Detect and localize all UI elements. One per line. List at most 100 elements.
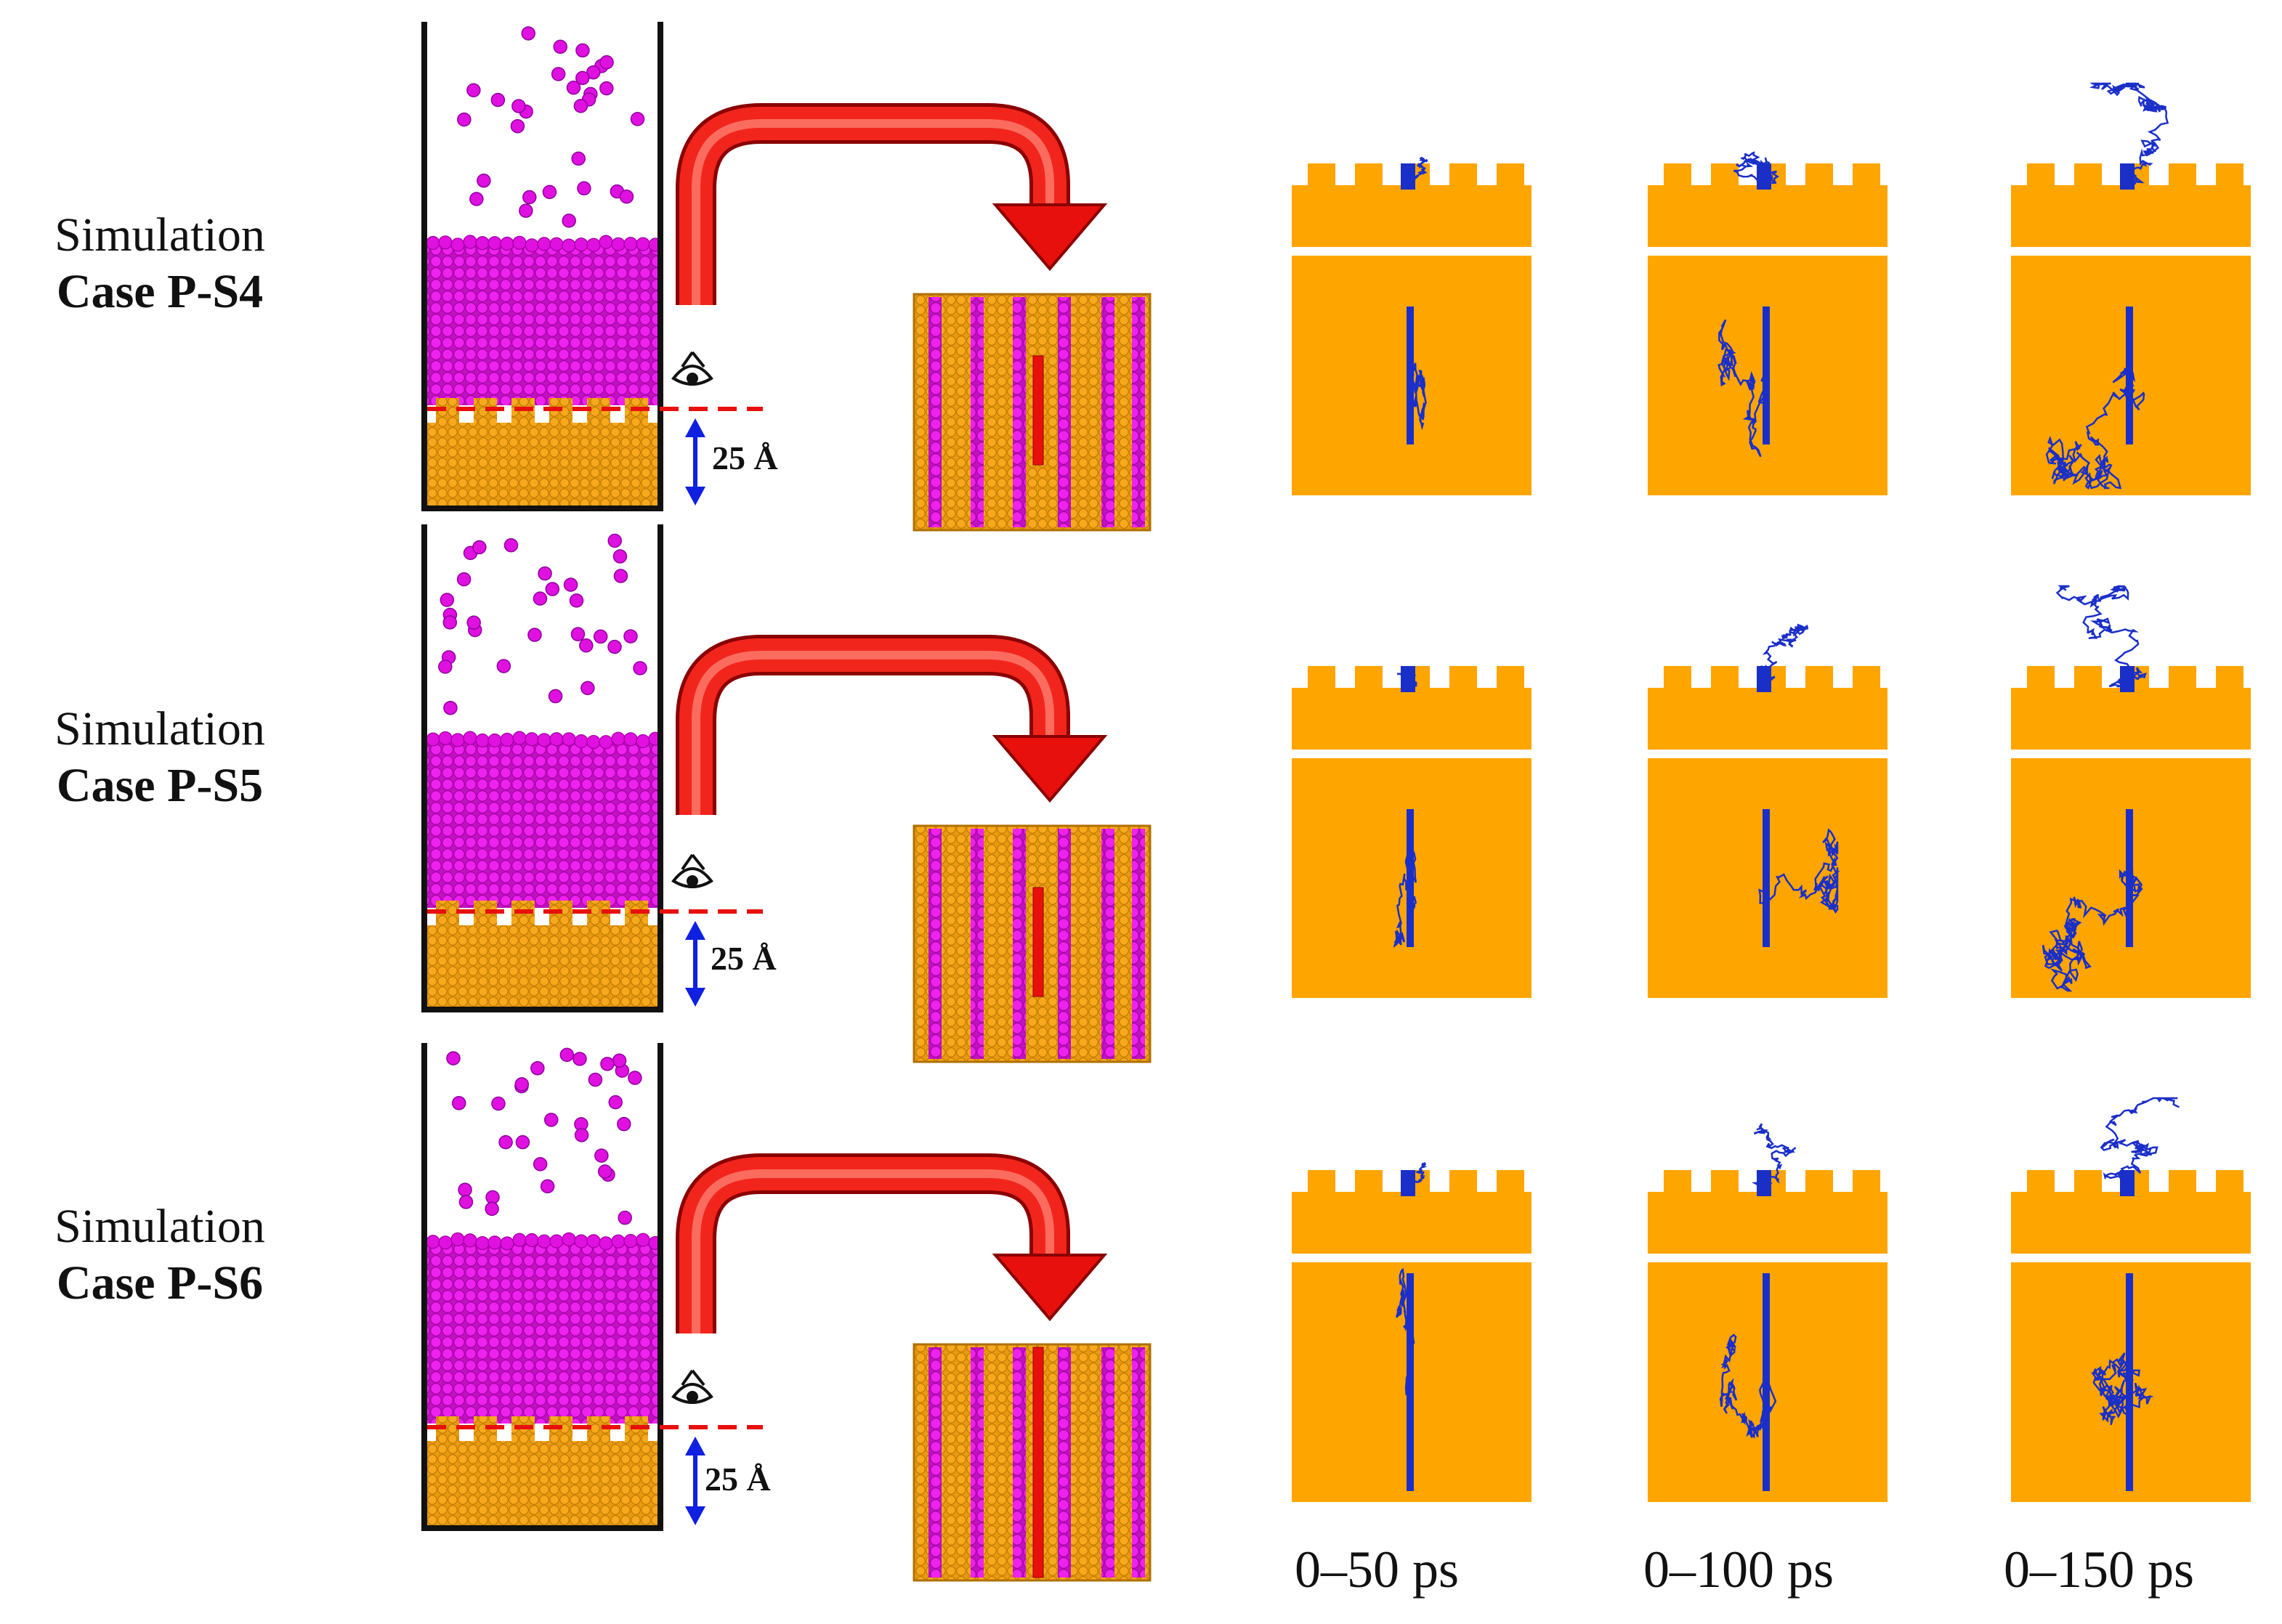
trajectory-panel-row2-t1 xyxy=(1292,666,1532,998)
side-view-tooth xyxy=(1664,163,1691,188)
bottom-wall xyxy=(421,506,663,511)
side-view xyxy=(1292,156,1532,247)
particle-stripe xyxy=(1013,297,1026,527)
particle-stripe xyxy=(928,297,942,527)
surface-particle xyxy=(450,1232,465,1247)
left-wall xyxy=(421,524,427,1012)
side-view-base xyxy=(1292,185,1532,247)
surface-particle xyxy=(438,731,453,746)
distance-label-1: 25 Å xyxy=(712,439,778,476)
gas-particle xyxy=(440,593,455,607)
side-view-tooth xyxy=(2216,666,2243,691)
particle-stripe xyxy=(1058,829,1071,1059)
trajectory-panel-row3-t1 xyxy=(1292,1161,1532,1502)
right-wall xyxy=(658,1043,663,1531)
gas-particle xyxy=(623,629,638,643)
side-view-tooth xyxy=(2169,1170,2196,1195)
side-view-base xyxy=(1292,688,1532,750)
scale-arrow-head-down xyxy=(685,1506,705,1525)
surface-particle xyxy=(574,734,588,749)
view-arrow xyxy=(676,103,1108,305)
arrow-tube-shadow xyxy=(676,103,1070,305)
top-trajectory xyxy=(1717,319,1769,458)
simulation-row-3 xyxy=(421,1043,2251,1582)
top-view xyxy=(2011,758,2251,998)
gas-particle xyxy=(559,1047,575,1063)
surface-particle xyxy=(475,1235,490,1251)
distance-label-3: 25 Å xyxy=(705,1461,771,1498)
gas-particle xyxy=(548,689,563,704)
surface-particle xyxy=(450,237,465,252)
top-trajectory xyxy=(1395,1267,1415,1396)
gas-particle xyxy=(613,569,628,583)
side-view-base xyxy=(1648,1192,1887,1254)
packed-layer xyxy=(427,1241,658,1424)
row-label-2-case: Case P-S5 xyxy=(56,759,264,812)
side-channel-trajectory xyxy=(2120,666,2135,692)
gas-particle xyxy=(446,1051,461,1065)
gas-particle xyxy=(527,628,542,642)
side-view xyxy=(1648,151,1887,247)
gas-particle xyxy=(540,1179,555,1194)
surface-particle xyxy=(475,733,490,748)
surface-particle xyxy=(426,732,440,747)
side-view-tooth xyxy=(1308,666,1335,691)
surface-particle xyxy=(525,1233,539,1248)
top-view xyxy=(1292,256,1532,495)
particle-stripe xyxy=(1058,1347,1071,1578)
gas-particle xyxy=(551,67,566,81)
surface-particle xyxy=(562,238,576,253)
side-trajectory xyxy=(2089,82,2169,187)
top-trajectory xyxy=(1409,362,1427,431)
simulation-row-2 xyxy=(421,524,2251,1063)
gas-particle xyxy=(443,700,458,715)
gas-particle xyxy=(572,1052,587,1066)
gas-particle xyxy=(580,681,595,696)
surface-particle xyxy=(537,733,551,747)
particle-stripe xyxy=(1132,829,1145,1059)
gas-particle xyxy=(456,572,472,587)
surface-particle xyxy=(475,236,490,251)
eye-pupil xyxy=(687,875,698,887)
simulation-row-1 xyxy=(421,22,2251,532)
surface-particle xyxy=(562,1232,576,1246)
gas-particle xyxy=(514,1077,530,1092)
gas-particle xyxy=(538,566,552,581)
tracked-molecule-stripe xyxy=(1032,355,1044,466)
side-channel-trajectory xyxy=(1401,163,1415,190)
top-view xyxy=(2011,256,2251,495)
top-trajectory xyxy=(1758,828,1840,914)
side-view-tooth xyxy=(1711,1170,1739,1195)
bottom-wall xyxy=(421,1007,663,1012)
eye-lash xyxy=(681,351,694,368)
side-view-tooth xyxy=(2027,1170,2055,1195)
gas-particle xyxy=(521,26,536,41)
gas-particle xyxy=(519,203,533,218)
arrow-highlight xyxy=(692,651,1054,815)
gas-particles xyxy=(438,533,647,715)
gas-particle xyxy=(533,1157,548,1172)
side-view-tooth xyxy=(2216,163,2243,188)
gas-particle xyxy=(593,629,608,644)
scale-arrow-head-down xyxy=(685,487,705,506)
particle-stripe xyxy=(971,297,984,527)
left-wall xyxy=(421,1043,427,1531)
side-view-tooth xyxy=(1449,666,1477,691)
arrow-highlight xyxy=(692,119,1054,305)
gas-particle xyxy=(577,181,591,196)
gas-particle xyxy=(599,81,614,96)
surface-particle xyxy=(512,235,527,250)
packed-particles xyxy=(426,731,663,908)
particle-stripe xyxy=(1132,297,1145,527)
right-wall xyxy=(658,524,663,1012)
arrow-head xyxy=(992,203,1108,272)
time-label-150: 0–150 ps xyxy=(2004,1540,2195,1599)
gas-particle xyxy=(503,537,519,553)
side-view-base xyxy=(1648,185,1887,247)
particle-stripe xyxy=(1058,297,1071,527)
particle-stripe xyxy=(1101,1347,1114,1578)
row-label-1: Simulation Case P-S4 xyxy=(7,207,312,320)
gas-particle xyxy=(491,1096,506,1111)
eye-pupil xyxy=(687,373,698,384)
surface-particle xyxy=(512,1233,527,1247)
